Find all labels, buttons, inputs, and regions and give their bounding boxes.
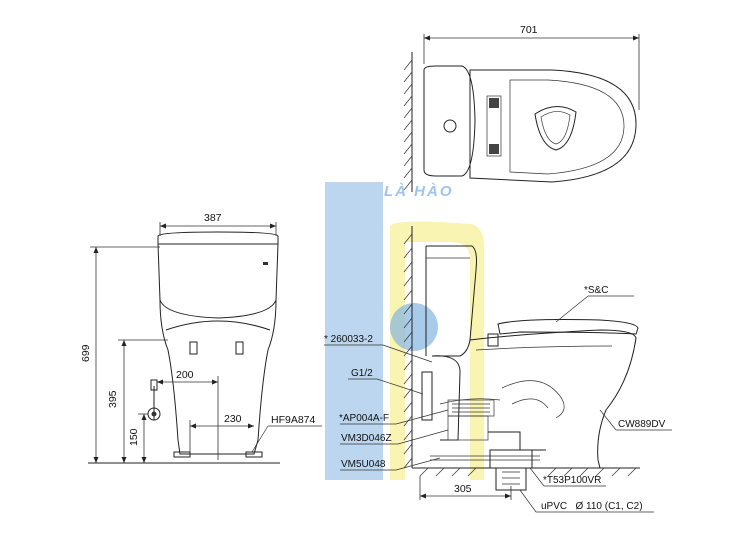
bowl-front-outline <box>159 299 277 455</box>
wall-hatch-side <box>403 233 413 469</box>
hinge-left <box>489 98 499 108</box>
part-vm3d046z-label: VM3D046Z <box>341 433 392 444</box>
dim-699-label: 699 <box>80 344 92 362</box>
bowl-top-outline <box>469 69 637 183</box>
dim-387-label: 387 <box>204 212 222 224</box>
bowl-side-outline <box>469 329 637 469</box>
drain-pipe <box>488 431 546 451</box>
top-view: 701 <box>403 24 640 192</box>
watermark-blue-bar <box>325 182 383 480</box>
dim-150-label: 150 <box>128 428 140 446</box>
dim-305-label: 305 <box>454 483 472 495</box>
part-vm5u048-label: VM5U048 <box>341 459 386 470</box>
trapway-curve <box>501 380 565 419</box>
seat-side <box>497 319 639 335</box>
side-view: 305 * 260033-2 G1/2 *AP004A-F VM3D046Z V… <box>324 226 672 513</box>
tank-body <box>157 243 279 319</box>
part-cw889dv-label: CW889DV <box>618 419 666 430</box>
flush-button <box>443 119 457 133</box>
watermark-yellow-arch <box>390 221 485 480</box>
watermark-text: LÀ HÀO <box>384 183 454 200</box>
dim-230-label: 230 <box>224 413 242 425</box>
part-260033-2-label: * 260033-2 <box>324 334 373 345</box>
part-g12-label: G1/2 <box>351 368 373 379</box>
tank-lid <box>157 231 279 245</box>
dim-701-label: 701 <box>520 24 538 36</box>
seat-top-outline <box>509 79 625 175</box>
hinge-right <box>489 144 499 154</box>
watermark-blue-dot <box>390 303 438 351</box>
part-ap004a-f-label: *AP004A-F <box>339 413 389 424</box>
wall-hatch-top <box>403 59 413 191</box>
supply-pipe-side <box>421 371 433 421</box>
tank-top-outline <box>423 65 476 177</box>
part-sc-label: *S&C <box>584 285 608 296</box>
hinge-block <box>486 95 502 157</box>
supply-valve-front <box>147 379 161 421</box>
tank-side-outline <box>426 245 477 357</box>
trap-adapter <box>489 449 533 469</box>
floor-hatch <box>419 467 637 477</box>
front-view: 387 699 395 150 <box>80 212 322 464</box>
dim-200-label: 200 <box>176 369 194 381</box>
part-t53p100vr-label: *T53P100VR <box>543 475 601 486</box>
part-upvc-label: uPVC Ø 110 (C1, C2) <box>541 501 643 512</box>
part-hf9a874-label: HF9A874 <box>271 414 316 426</box>
bowl-opening <box>534 106 577 151</box>
dim-395-label: 395 <box>107 390 119 408</box>
